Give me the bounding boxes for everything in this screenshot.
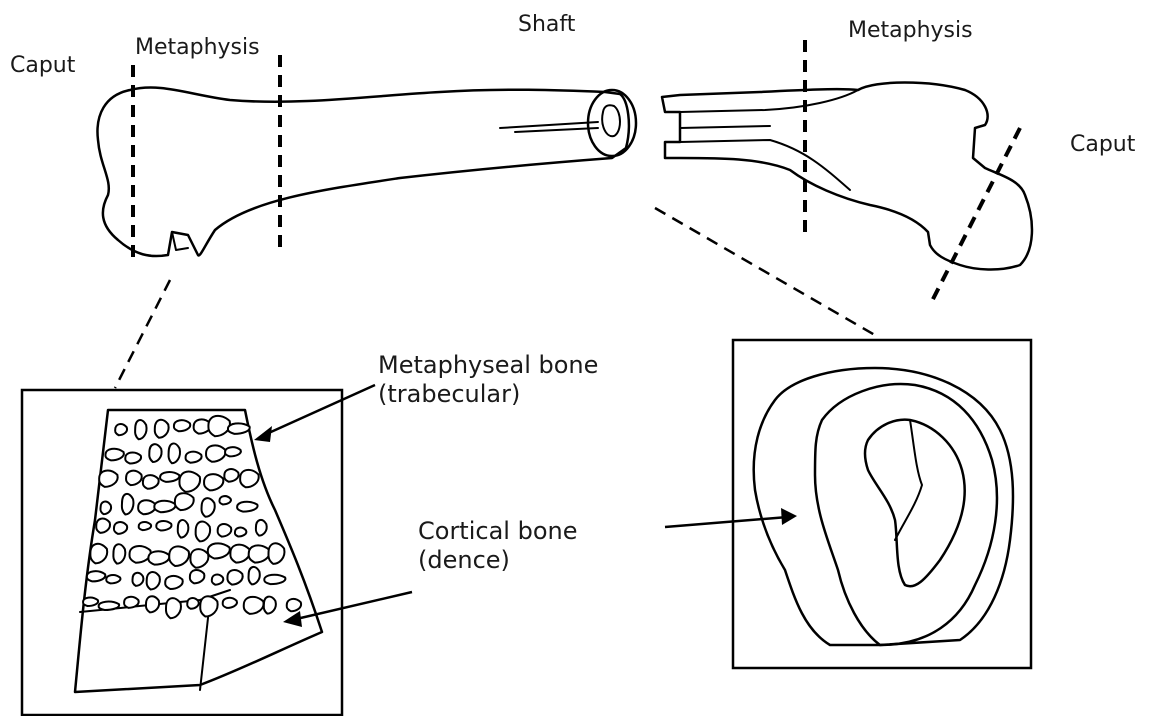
trabecular-pore [156, 521, 171, 530]
cortical-bone-label: Cortical bone (dence) [418, 517, 577, 575]
metaphysis-right-label: Metaphysis [848, 20, 973, 42]
trabecular-pore [147, 572, 160, 589]
trabecular-pore [228, 423, 250, 433]
trabecular-pore [264, 575, 285, 584]
right-zoom-leader [655, 208, 880, 338]
trabecular-pore [169, 443, 180, 463]
trabecular-inset [22, 390, 342, 715]
trabecular-pore [264, 597, 276, 614]
trabecular-pore [122, 494, 134, 515]
trabecular-pore [113, 544, 125, 563]
trabecular-pore [105, 449, 123, 461]
cortical-bone-line1: Cortical bone [418, 517, 577, 546]
cortical-inset [733, 340, 1031, 668]
trabecular-pore [154, 501, 175, 512]
trabecular-pore [124, 597, 139, 608]
trabecular-pore [166, 598, 181, 618]
trabecular-pore [87, 571, 105, 581]
trabecular-pore [237, 502, 257, 512]
right-bone-section [662, 83, 1032, 270]
trabecular-pore [83, 598, 98, 606]
trabecular-pore [138, 500, 155, 514]
trabecular-pore [212, 575, 224, 585]
trabecular-pore [187, 598, 199, 609]
trabecular-pore [160, 472, 179, 482]
caput-left-label: Caput [10, 55, 75, 77]
caput-right-label: Caput [1070, 134, 1135, 156]
cortical-bone-line2: (dence) [418, 546, 577, 575]
trabecular-pore [249, 567, 260, 584]
trabecular-pore [106, 575, 120, 583]
trabecular-pore [235, 528, 247, 537]
left-bone-outline [97, 87, 636, 256]
left-zoom-leader [115, 280, 170, 388]
trabecular-pore [125, 452, 141, 463]
trabecular-pore [99, 471, 118, 487]
trabecular-pore [287, 599, 301, 611]
metaphyseal-bone-line1: Metaphyseal bone [378, 351, 598, 380]
trabecular-pore [143, 475, 159, 489]
trabecular-pore [135, 420, 146, 439]
trabecular-pore [115, 424, 127, 435]
trabecular-pore [114, 522, 127, 534]
metaphyseal-bone-line2: (trabecular) [378, 380, 598, 409]
trabecular-pore [165, 576, 183, 589]
trabecular-pore [225, 447, 241, 456]
trabecular-pore [223, 598, 237, 608]
trabecular-pore [139, 522, 151, 530]
trabecular-pore [227, 570, 242, 585]
trabecular-pore [204, 474, 223, 490]
metaphysis-left-label: Metaphysis [135, 37, 260, 59]
right-caput-cut-line [930, 128, 1020, 305]
trabecular-pore [146, 596, 159, 612]
trabecular-pore [196, 522, 210, 542]
trabecular-pore [126, 471, 142, 485]
trabecular-pore [132, 573, 143, 586]
trabecular-pore [224, 469, 238, 482]
trabecular-pore [100, 502, 111, 515]
trabecular-pore [219, 496, 230, 504]
trabecular-pore [178, 520, 189, 538]
trabecular-pore [186, 452, 202, 463]
trabecular-pore [190, 570, 205, 583]
trabecular-pore [218, 524, 232, 537]
trabecular-pore [99, 602, 120, 610]
shaft-label: Shaft [518, 14, 575, 36]
trabecular-pore [148, 551, 169, 564]
metaphyseal-bone-label: Metaphyseal bone (trabecular) [378, 351, 598, 409]
trabecular-pore [174, 420, 190, 431]
trabecular-pore [149, 444, 161, 462]
trabecular-pore [256, 520, 267, 536]
trabecular-pore [96, 519, 110, 533]
trabecular-pore [201, 498, 214, 517]
trabecular-pore [155, 420, 169, 438]
